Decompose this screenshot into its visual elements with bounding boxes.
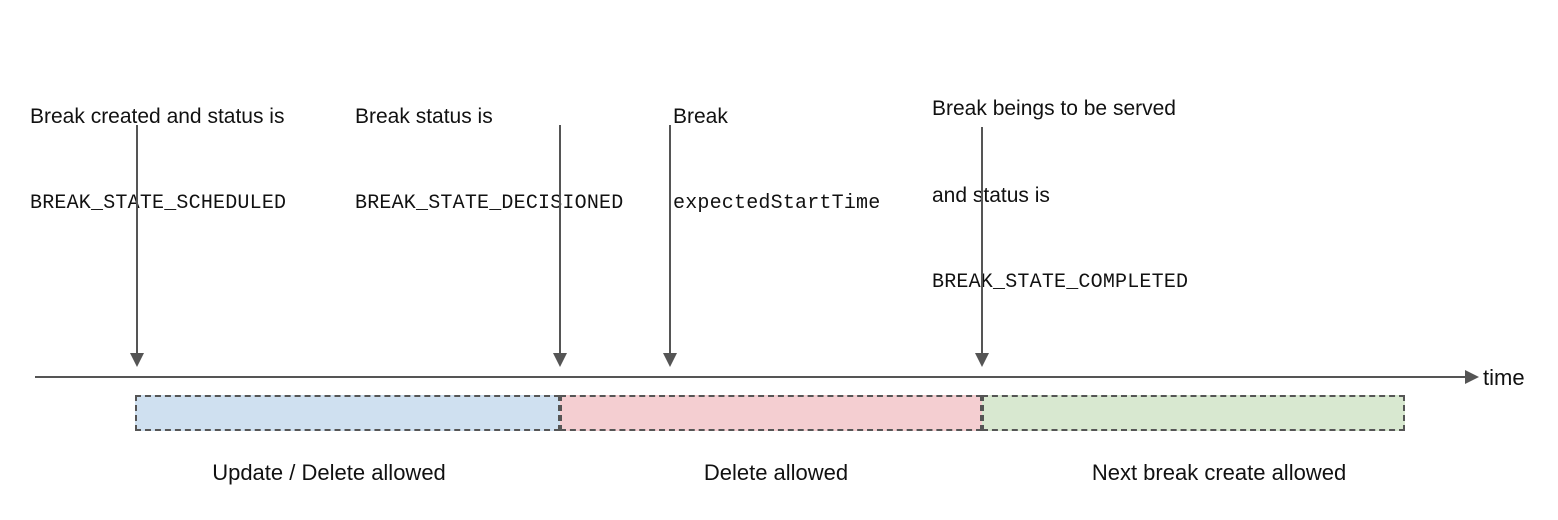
arrow-shaft [136,125,138,353]
annotation-line: Break [673,105,728,128]
arrow-down-icon-scheduled [128,125,146,367]
arrow-down-icon-decisioned [551,125,569,367]
phase-bar-scheduled [135,395,560,431]
annotation-line-state: BREAK_STATE_COMPLETED [932,271,1189,294]
annotation-line: and status is [932,184,1050,207]
annotation-break-completed: Break beings to be served and status is … [932,36,1188,355]
annotation-line: Break beings to be served [932,97,1176,120]
annotation-break-created: Break created and status is BREAK_STATE_… [30,44,286,276]
arrow-head [130,353,144,367]
annotation-line: Break created and status is [30,105,285,128]
annotation-line-state: BREAK_STATE_SCHEDULED [30,192,287,215]
annotation-line-state: BREAK_STATE_DECISIONED [355,192,624,215]
phase-caption-completed: Next break create allowed [1091,460,1347,485]
annotation-break-expected-start-time: Break expectedStartTime [673,44,880,276]
phase-bar-completed [982,395,1405,431]
time-axis-arrow-head-icon [1465,370,1479,384]
arrow-shaft [669,125,671,353]
annotation-line: Break status is [355,105,493,128]
time-axis-line [35,376,1465,378]
arrow-head [553,353,567,367]
arrow-shaft [559,125,561,353]
time-axis-label: time [1483,365,1525,390]
annotation-break-decisioned: Break status is BREAK_STATE_DECISIONED [355,44,623,276]
arrow-down-icon-completed [973,127,991,367]
arrow-head [975,353,989,367]
phase-caption-decisioned: Delete allowed [703,460,849,485]
phase-bar-decisioned [560,395,982,431]
arrow-head [663,353,677,367]
phase-caption-scheduled: Update / Delete allowed [212,460,446,485]
arrow-down-icon-expected-start-time [661,125,679,367]
arrow-shaft [981,127,983,353]
annotation-line-field: expectedStartTime [673,192,881,215]
